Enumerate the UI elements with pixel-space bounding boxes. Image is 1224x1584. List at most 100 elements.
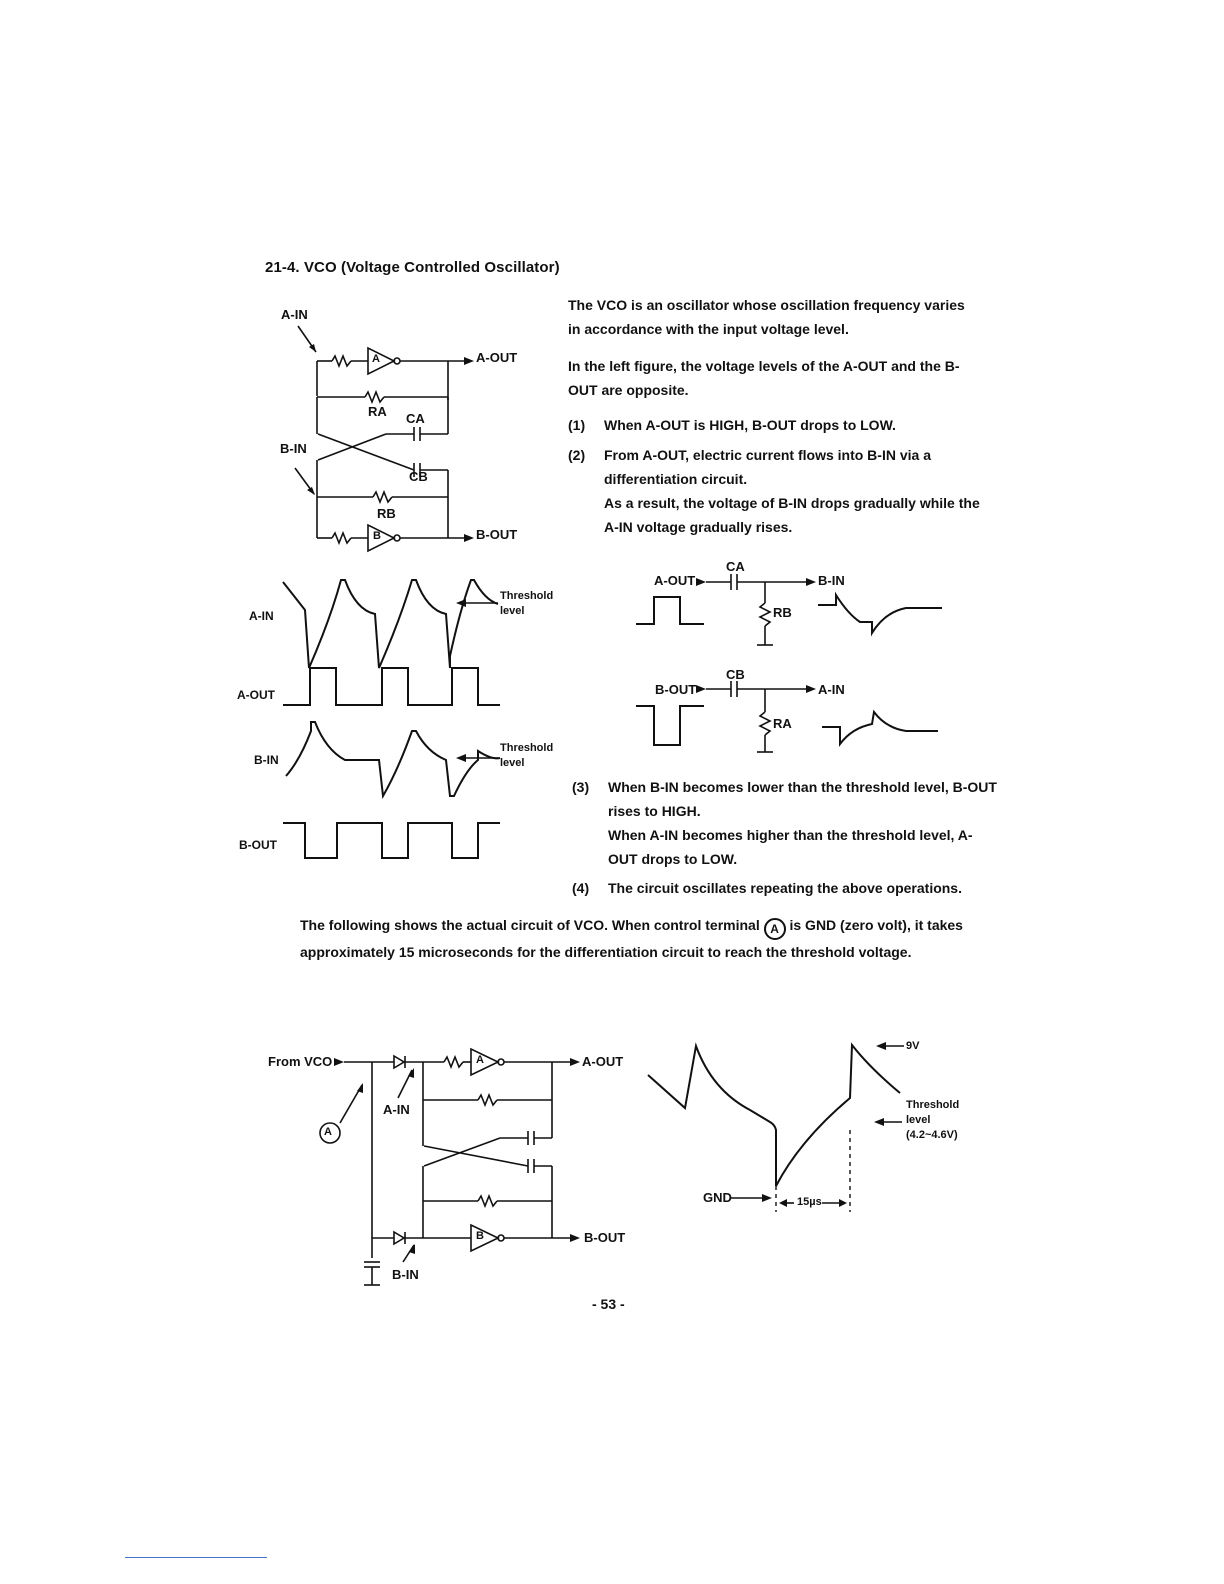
diode-b: [393, 1230, 406, 1246]
label-a-in: A-IN: [281, 307, 308, 322]
b-out-actual-arrow: [570, 1234, 580, 1242]
step-2-continued: As a result, the voltage of B-IN drops g…: [568, 491, 998, 539]
step-text: When A-IN becomes higher than the thresh…: [608, 827, 973, 867]
paragraph-text-before: The following shows the actual circuit o…: [300, 917, 760, 933]
input-arrow-b-out: [696, 685, 706, 693]
wave-label-b-in: B-IN: [254, 753, 279, 767]
cross-wire: [423, 1145, 529, 1167]
label-rb: RB: [377, 506, 396, 521]
label-from-vco: From VCO: [268, 1054, 333, 1069]
page-number: - 53 -: [592, 1296, 625, 1312]
wave-threshold-2-line1: Threshold: [500, 742, 554, 754]
step-text: The circuit oscillates repeating the abo…: [608, 880, 962, 896]
label-terminal-a: A: [324, 1126, 332, 1138]
time-arrow-right-head: [839, 1199, 847, 1207]
b-in-pointer-actual-head: [409, 1244, 415, 1254]
diff-label-rb: RB: [773, 605, 792, 620]
label-b-in: B-IN: [280, 441, 307, 456]
wave-label-a-out: A-OUT: [237, 688, 275, 702]
label-b-out: B-OUT: [476, 527, 518, 542]
cross-wire: [423, 1137, 501, 1167]
b-out-arrow: [464, 534, 474, 542]
step-number: (2): [568, 447, 586, 463]
resistor-ra: [364, 389, 385, 405]
step-2: (2) From A-OUT, electric current flows i…: [568, 443, 998, 491]
step-number: (4): [572, 880, 590, 896]
diff-label-a-out: A-OUT: [654, 573, 696, 588]
label-gate-b-actual: B: [476, 1230, 484, 1242]
output-arrow-b-in: [806, 578, 816, 586]
wave-threshold-1-line2: level: [500, 605, 525, 617]
resistor: [443, 1054, 464, 1070]
intro-paragraph-2: In the left figure, the voltage levels o…: [568, 358, 960, 398]
timing-label-range: (4.2~4.6V): [906, 1129, 958, 1141]
resistor-rb: [372, 489, 393, 505]
label-gate-b: B: [373, 530, 381, 542]
step-number: (1): [568, 417, 586, 433]
label-ca: CA: [406, 411, 425, 426]
resistor: [477, 1193, 498, 1209]
step-text: From A-OUT, electric current flows into …: [604, 447, 931, 487]
resistor-rb-small: [758, 602, 772, 627]
diff-label-b-in: B-IN: [818, 573, 845, 588]
wave-label-b-out: B-OUT: [239, 838, 277, 852]
gnd-arrow-head: [762, 1194, 772, 1202]
section-title: 21-4. VCO (Voltage Controlled Oscillator…: [265, 259, 560, 276]
label-b-in-actual: B-IN: [392, 1267, 419, 1282]
terminal-a-marker-label: A: [770, 922, 779, 936]
step-3-continued: When A-IN becomes higher than the thresh…: [572, 823, 1002, 871]
terminal-a-circle: [319, 1122, 341, 1144]
label-a-in-actual: A-IN: [383, 1102, 410, 1117]
diff-label-ra: RA: [773, 716, 792, 731]
input-resistor-a: [331, 353, 352, 369]
resistor-ra-small: [758, 711, 772, 736]
a-out-actual-arrow: [570, 1058, 580, 1066]
gate-a-actual: [470, 1047, 500, 1077]
input-resistor-b: [331, 530, 352, 546]
actual-circuit-paragraph: The following shows the actual circuit o…: [300, 913, 990, 964]
a-in-pointer-head: [309, 344, 316, 352]
step-number: (3): [572, 779, 590, 795]
gate-a: [367, 346, 396, 376]
pulse-out-waveform-1: [818, 591, 942, 637]
b-out-waveform: [283, 822, 500, 859]
a-in-pointer-actual-head: [408, 1068, 414, 1078]
wave-threshold-1-line1: Threshold: [500, 590, 554, 602]
label-cb: CB: [409, 469, 428, 484]
paragraph-text-after: is GND (zero volt), it takes approximate…: [300, 917, 963, 960]
label-ra: RA: [368, 404, 387, 419]
from-vco-arrow: [334, 1058, 344, 1066]
time-arrow-left-head: [779, 1199, 787, 1207]
diff-label-ca: CA: [726, 559, 745, 574]
b-in-pointer-head: [307, 487, 315, 495]
step-text: When B-IN becomes lower than the thresho…: [608, 779, 997, 819]
diode-a: [393, 1054, 406, 1070]
step-4: (4) The circuit oscillates repeating the…: [572, 876, 1002, 900]
a-in-waveform: [282, 579, 499, 669]
gate-b-actual: [470, 1223, 500, 1253]
threshold-arrow-head: [874, 1118, 884, 1126]
output-arrow-a-in: [806, 685, 816, 693]
timing-label-gnd: GND: [703, 1190, 732, 1205]
a-out-arrow: [464, 357, 474, 365]
label-a-out-actual: A-OUT: [582, 1054, 624, 1069]
timing-waveform: [647, 1042, 901, 1187]
label-b-out-actual: B-OUT: [584, 1230, 626, 1245]
threshold-arrow-2-head: [456, 754, 466, 762]
step-text: As a result, the voltage of B-IN drops g…: [604, 495, 980, 535]
timing-label-9v: 9V: [906, 1040, 920, 1052]
terminal-a-pointer-head: [357, 1083, 363, 1093]
gate-b: [367, 523, 396, 553]
footer-rule: [125, 1557, 267, 1558]
wave-threshold-2-line2: level: [500, 757, 525, 769]
step-1: (1) When A-OUT is HIGH, B-OUT drops to L…: [568, 413, 998, 437]
timing-label-15us: 15µs: [797, 1196, 822, 1208]
pulse-out-waveform-2: [822, 709, 938, 747]
pulse-in-waveform-2: [636, 705, 704, 746]
input-arrow-a-out: [696, 578, 706, 586]
pulse-in-waveform-1: [636, 596, 704, 625]
label-gate-a-actual: A: [476, 1054, 484, 1066]
wave-label-a-in: A-IN: [249, 609, 274, 623]
diff-label-a-in: A-IN: [818, 682, 845, 697]
